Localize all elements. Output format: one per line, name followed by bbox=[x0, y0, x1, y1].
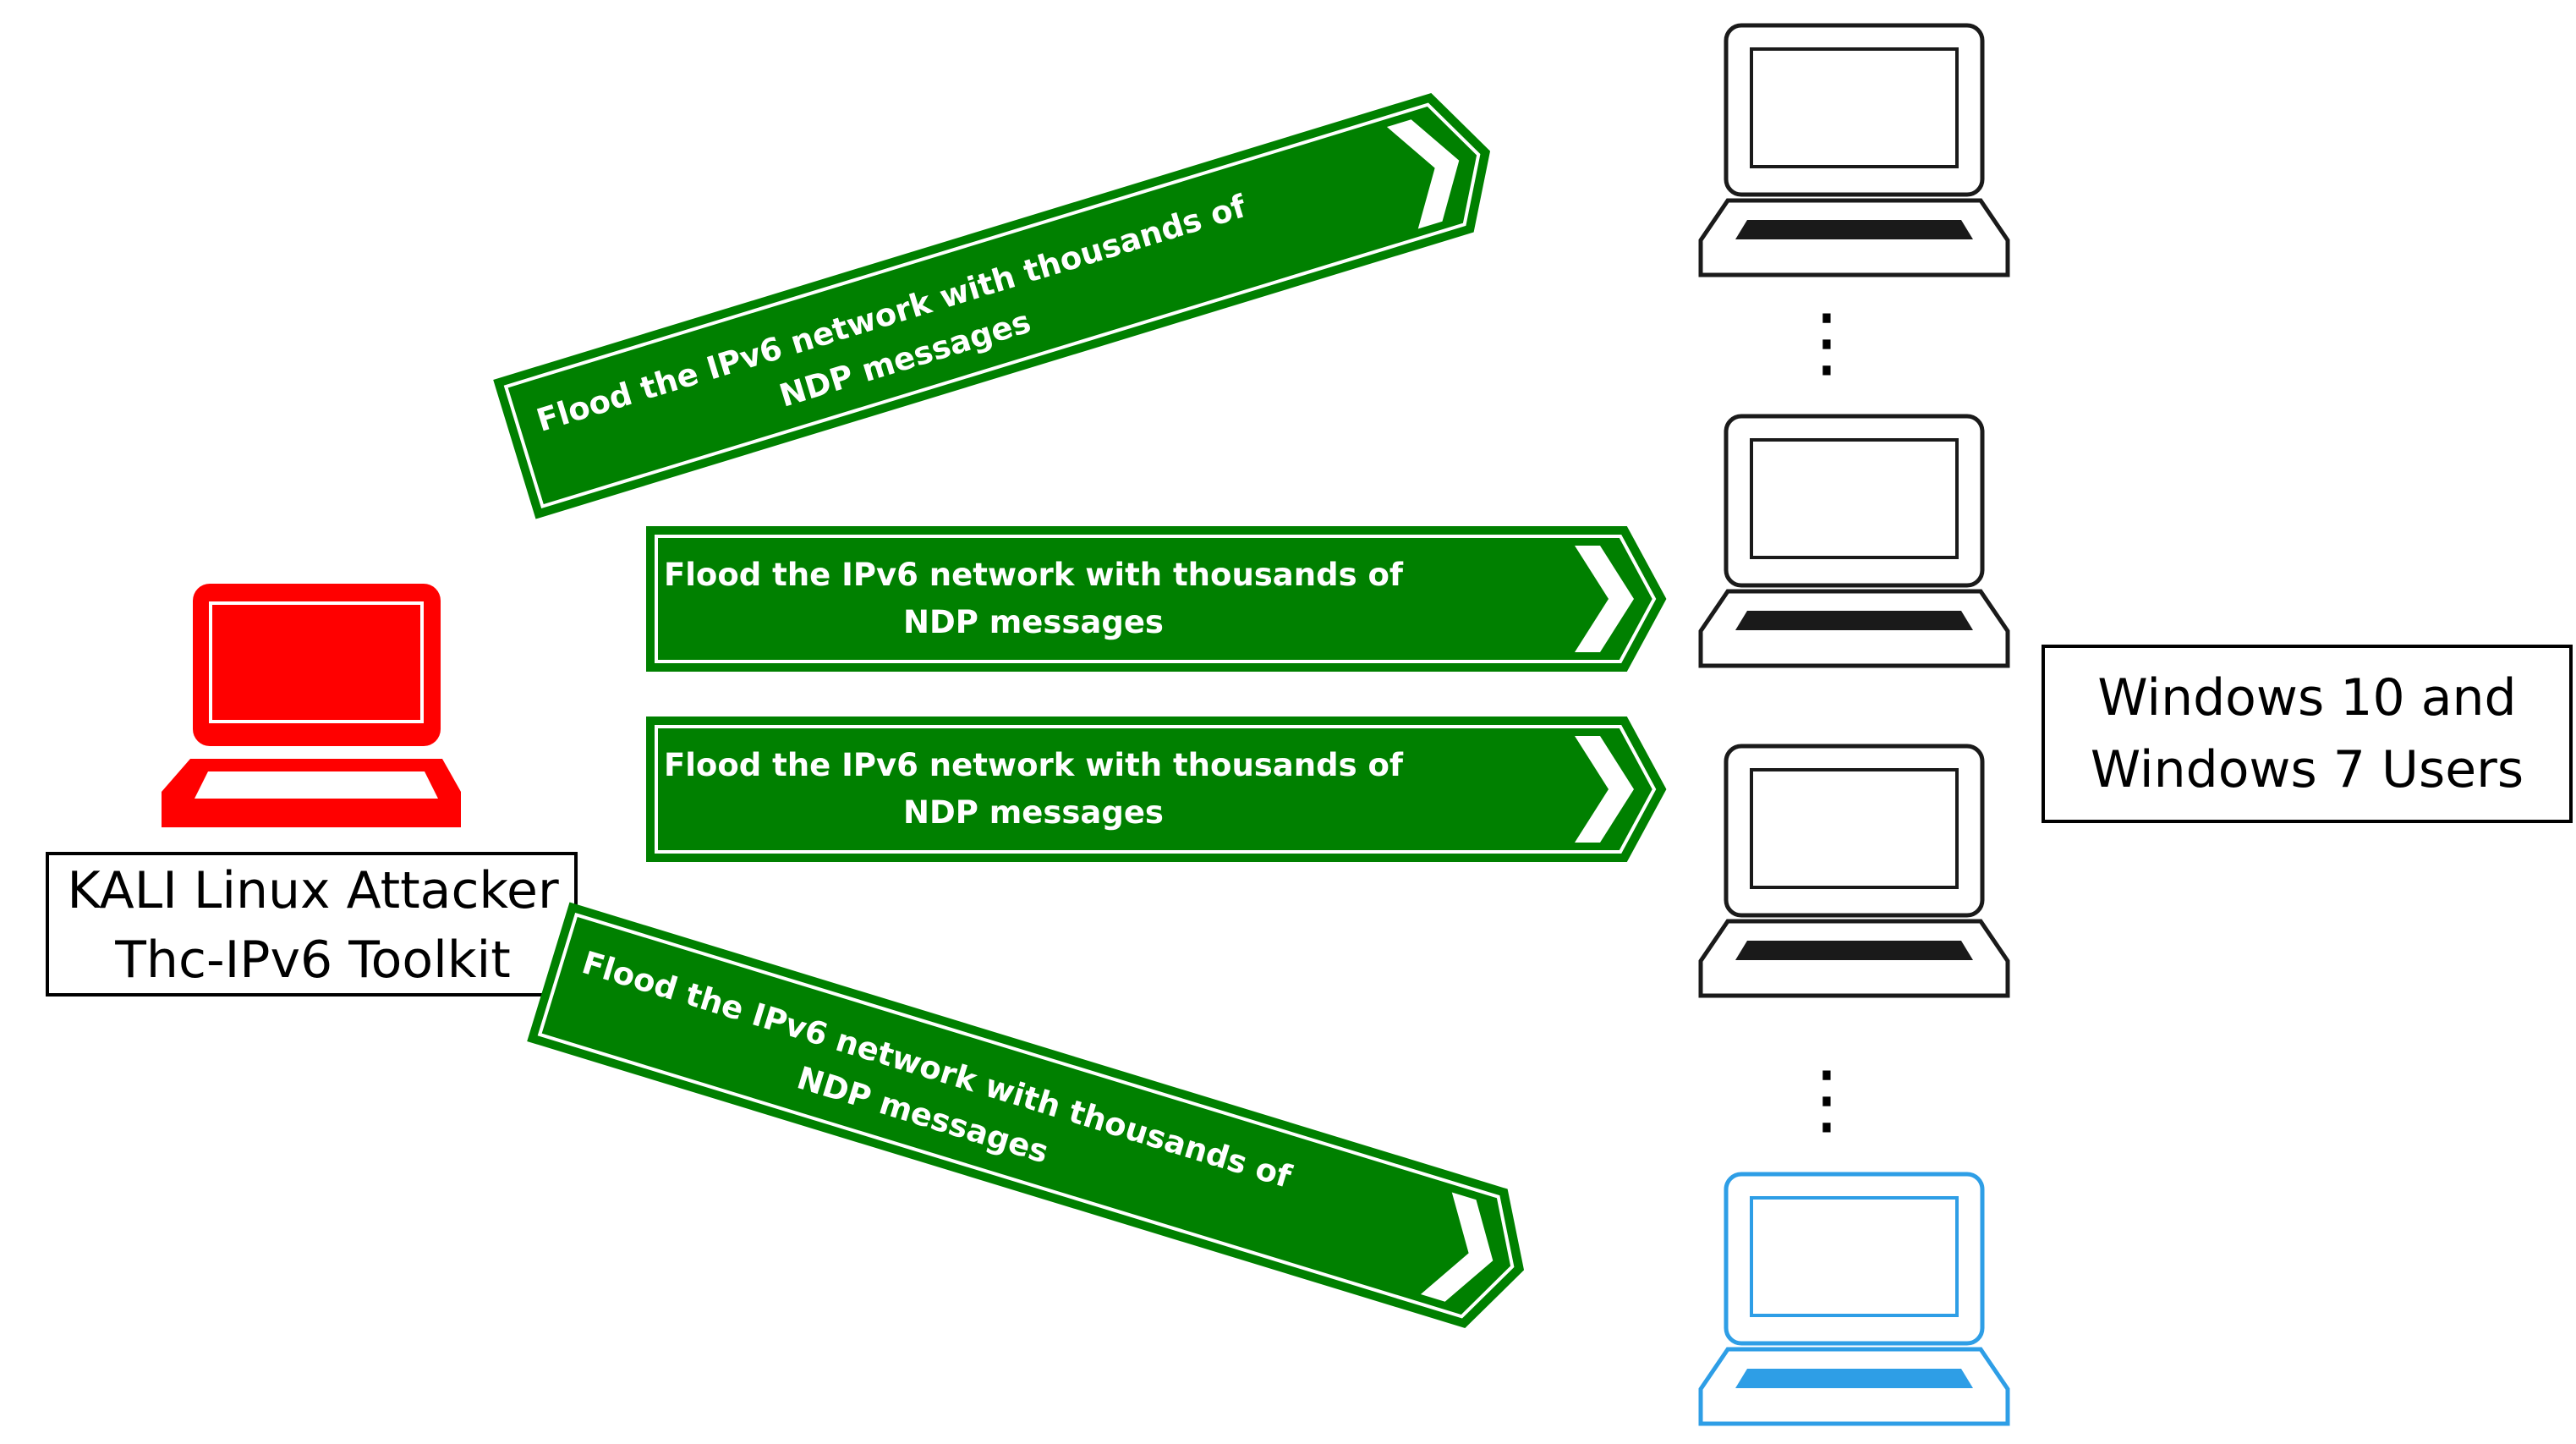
victim-laptop-icon-2 bbox=[1698, 414, 2010, 668]
victim-laptop-icon-3 bbox=[1698, 744, 2010, 998]
ellipsis-2: ⋮ bbox=[1789, 1055, 1865, 1144]
arrow-3-text-line1: Flood the IPv6 network with thousands of bbox=[664, 747, 1404, 783]
arrow-2-text-line1: Flood the IPv6 network with thousands of bbox=[664, 557, 1404, 593]
victim-laptop-icon-1 bbox=[1698, 23, 2010, 277]
attacker-laptop-icon bbox=[162, 584, 461, 827]
flood-arrow-4: Flood the IPv6 network with thousands of… bbox=[530, 905, 1542, 1337]
attacker-label-box: KALI Linux Attacker Thc-IPv6 Toolkit bbox=[46, 852, 578, 997]
victim-laptop-icon-4-highlighted bbox=[1698, 1172, 2010, 1426]
victims-label-line1: Windows 10 and bbox=[2097, 668, 2516, 727]
arrow-2-text-line2: NDP messages bbox=[903, 604, 1164, 640]
attacker-label-line1: KALI Linux Attacker bbox=[67, 861, 559, 920]
arrow-3-text-line2: NDP messages bbox=[903, 794, 1164, 831]
flood-arrow-3: Flood the IPv6 network with thousands of… bbox=[649, 719, 1663, 859]
ellipsis-1: ⋮ bbox=[1789, 298, 1865, 387]
victims-label-line2: Windows 7 Users bbox=[2091, 740, 2524, 799]
victims-label-box: Windows 10 and Windows 7 Users bbox=[2042, 645, 2573, 823]
flood-arrow-2: Flood the IPv6 network with thousands of… bbox=[649, 529, 1663, 669]
attacker-label-line2: Thc-IPv6 Toolkit bbox=[114, 931, 510, 990]
flood-arrow-1: Flood the IPv6 network with thousands of… bbox=[496, 85, 1508, 516]
